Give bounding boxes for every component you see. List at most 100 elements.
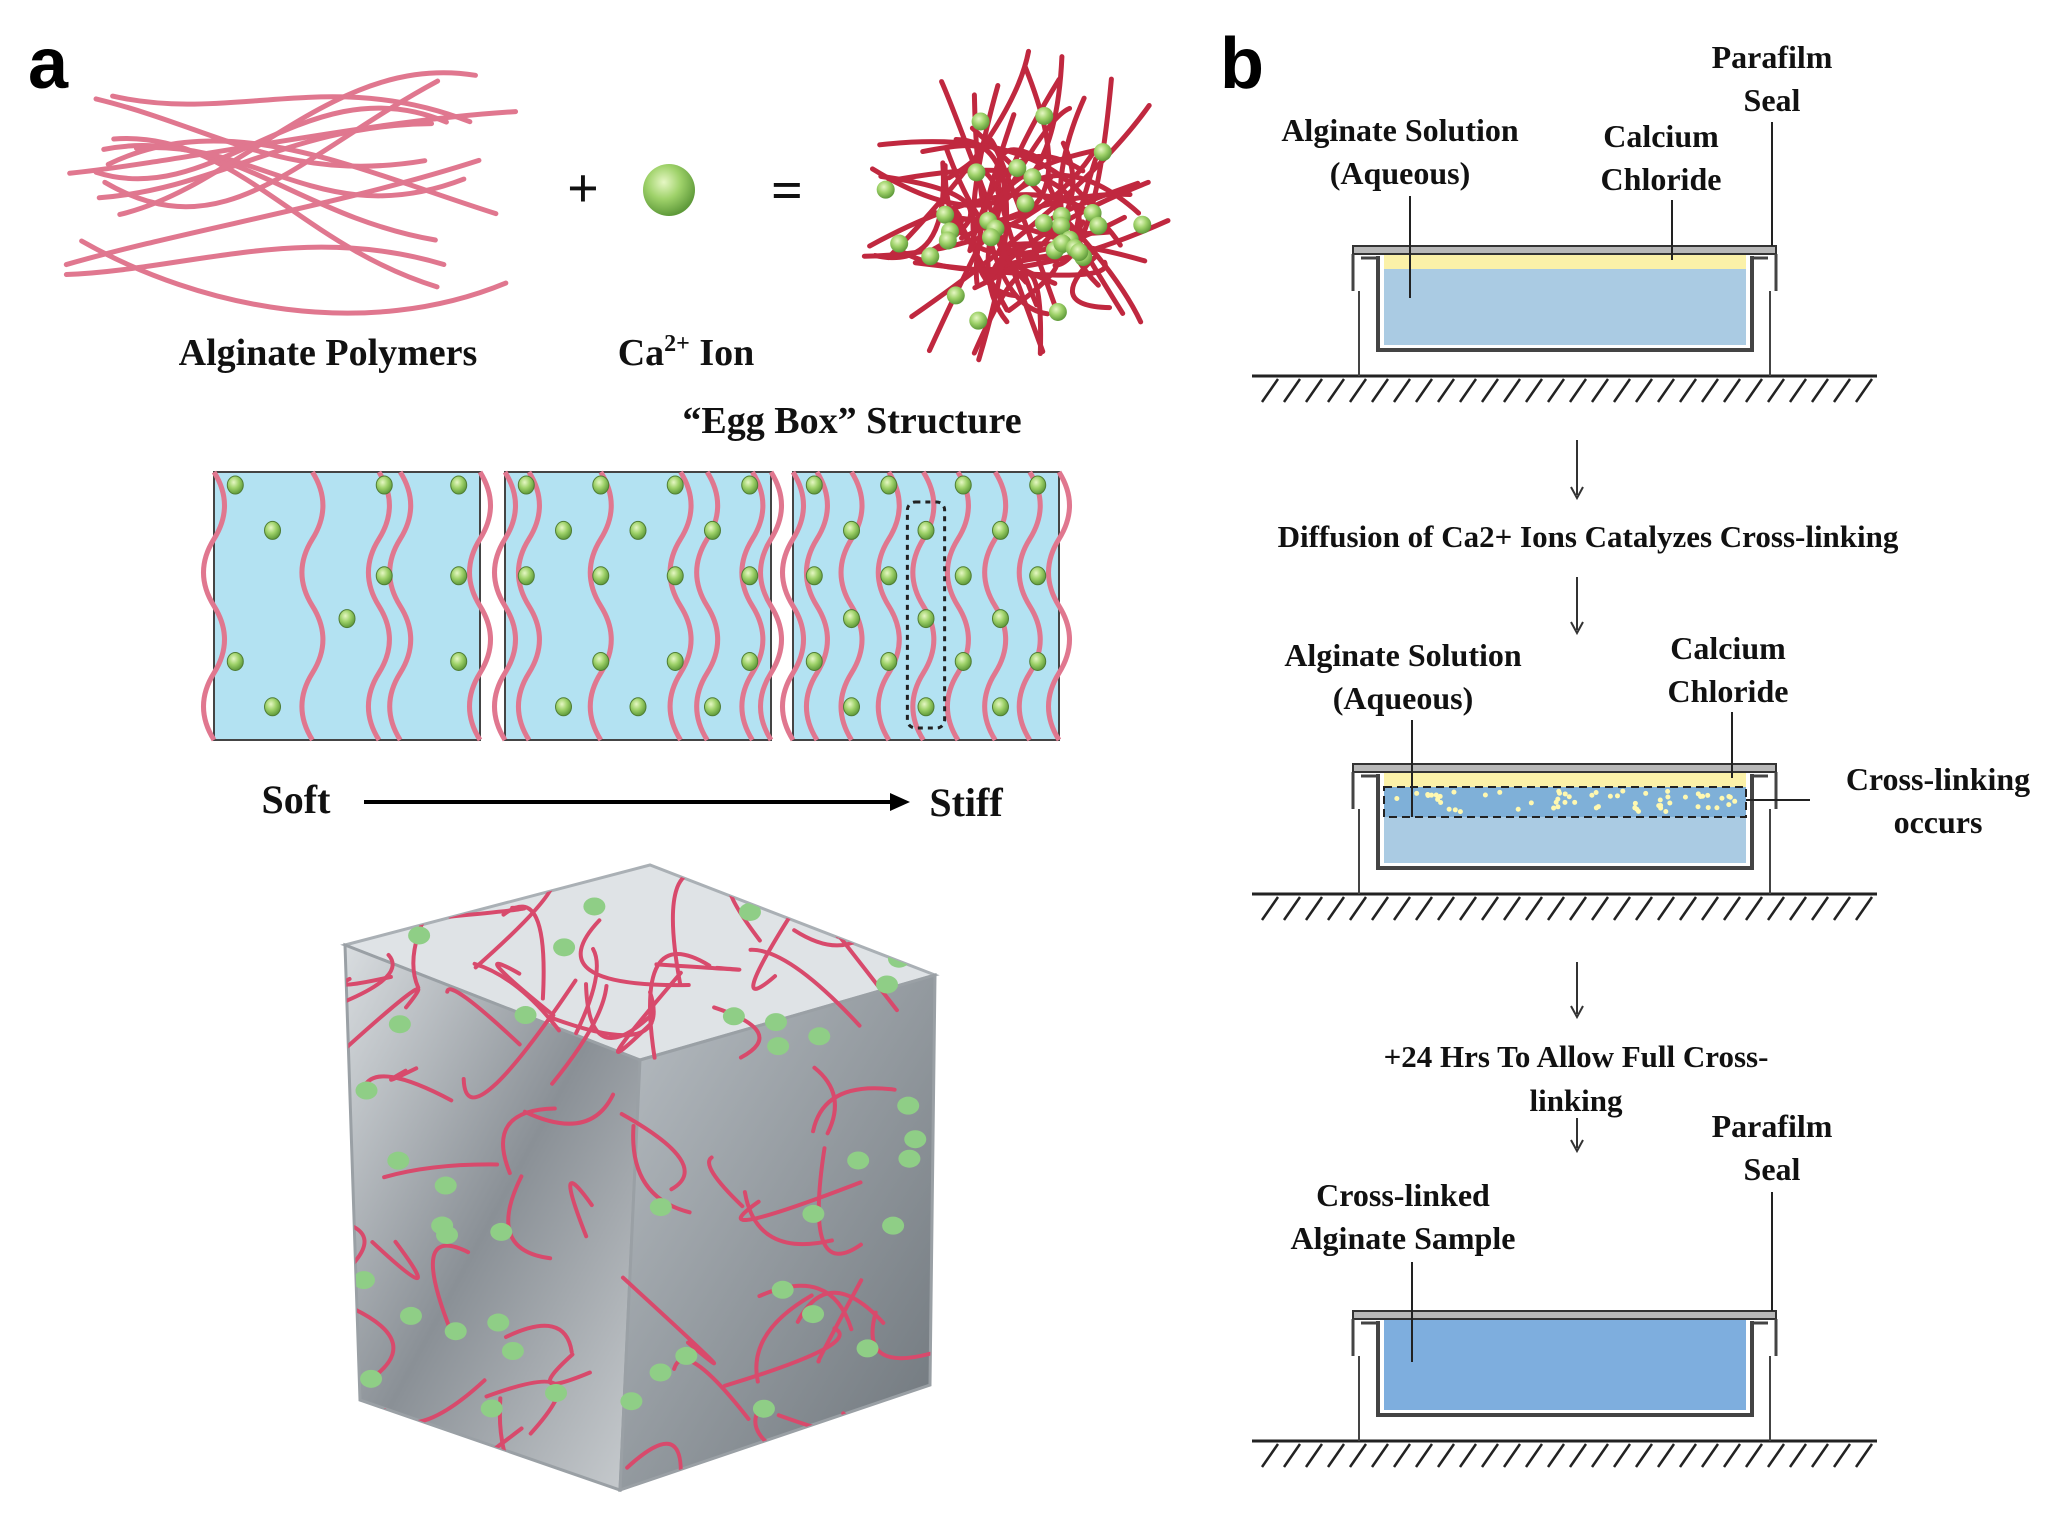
diffusing-ion <box>1589 792 1595 798</box>
calcium-ion <box>843 520 861 540</box>
calcium-ion <box>226 475 244 495</box>
gel-ion <box>408 926 431 945</box>
diffusing-ion <box>1551 805 1557 811</box>
diffusing-ion <box>1726 802 1732 808</box>
gel-strand <box>893 876 927 951</box>
ground-hatch <box>1744 1443 1764 1468</box>
diffusing-ion <box>1593 789 1599 795</box>
wavy-polymer <box>516 470 542 742</box>
calcium-ion <box>917 520 935 540</box>
gel-ion <box>722 1007 745 1026</box>
ground-hatch <box>1700 378 1720 403</box>
calcium-ion <box>954 566 972 586</box>
ground-hatch <box>1326 378 1346 403</box>
ground-hatch <box>1326 896 1346 921</box>
alginate-polymers-illustration <box>63 70 519 316</box>
calcium-ion <box>629 697 647 717</box>
ground-hatch <box>1458 378 1478 403</box>
calcium-chloride-label-2: Chloride <box>1601 161 1722 197</box>
calcium-ion <box>991 697 1009 717</box>
calcium-ion <box>450 651 468 671</box>
gel-ion <box>764 1013 787 1032</box>
gel-strand <box>522 1092 616 1126</box>
gel-ion <box>444 1322 467 1341</box>
polymer-strand <box>111 136 440 290</box>
dish-stand <box>1358 291 1771 376</box>
crosslink-ion <box>946 286 965 305</box>
crosslinked-sample <box>1384 1320 1746 1410</box>
ground-hatch <box>1502 1443 1522 1468</box>
calcium-ion <box>703 520 721 540</box>
network-strand <box>1058 95 1101 288</box>
diffusing-ion <box>1620 788 1626 794</box>
calcium-ion <box>338 609 356 629</box>
arrow-head-icon <box>890 793 910 811</box>
wavy-polymer <box>366 470 392 742</box>
diffusing-ion <box>1695 804 1701 810</box>
dish-container <box>1376 256 1754 352</box>
gel-ion <box>802 1305 825 1324</box>
polymer-strand <box>67 109 519 176</box>
calcium-ion <box>917 697 935 717</box>
gel-strand <box>654 962 742 972</box>
wavy-polymer <box>492 470 518 742</box>
ground-hatch <box>1788 896 1808 921</box>
gel-ion <box>649 1198 672 1217</box>
wavy-polymer <box>838 470 865 742</box>
diffusing-ion <box>1562 799 1568 805</box>
gel-strand <box>445 987 522 1047</box>
gel-ion <box>845 917 868 936</box>
ground-hatch <box>1766 896 1786 921</box>
gel-ion <box>388 1015 411 1034</box>
diffusing-ion <box>1665 794 1671 800</box>
calcium-ion <box>880 475 898 495</box>
dish-container <box>1376 774 1754 870</box>
diffusing-ion <box>1657 797 1663 803</box>
wavy-polymer <box>780 470 806 742</box>
ground-hatch <box>1854 378 1874 403</box>
wait-step-text-2: linking <box>1529 1083 1623 1118</box>
ground-hatch <box>1304 1443 1324 1468</box>
gel-strand <box>382 1162 500 1180</box>
calcium-ion <box>375 475 393 495</box>
gel-ion <box>738 902 761 921</box>
diffusing-ion <box>1614 793 1620 799</box>
egg-box-structure-label: “Egg Box” Structure <box>682 400 1021 442</box>
gel-ion <box>490 1222 513 1241</box>
ground-hatch <box>1634 378 1654 403</box>
gel-ion <box>387 1151 410 1170</box>
network-strand <box>912 259 1108 278</box>
network-strand <box>983 172 1142 226</box>
ground-hatch <box>1634 896 1654 921</box>
calcium-ion <box>843 609 861 629</box>
step2-labels: Alginate Solution (Aqueous) Calcium Chlo… <box>1284 630 2030 840</box>
crosslink-ion <box>981 228 1000 247</box>
step1-labels: Parafilm Seal Alginate Solution (Aqueous… <box>1281 39 1832 197</box>
crosslink-ion <box>1016 194 1035 213</box>
diffusing-ion <box>1425 793 1431 799</box>
ground-hatch <box>1744 896 1764 921</box>
down-arrow-4 <box>1570 1118 1584 1154</box>
wavy-polymer <box>875 470 902 742</box>
calcium-ion <box>991 609 1009 629</box>
gel-ion <box>514 1006 537 1025</box>
gel-strand <box>748 947 862 1028</box>
gel-ion <box>360 1369 383 1388</box>
ground-hatch <box>1480 378 1500 403</box>
diffusing-ion <box>1497 789 1503 795</box>
step3-labels: Parafilm Seal Cross-linked Alginate Samp… <box>1291 1108 1833 1256</box>
diffusing-ion <box>1482 792 1488 798</box>
diffusing-ion <box>1656 803 1662 809</box>
ground-hatch <box>1744 378 1764 403</box>
gel-strand <box>389 1066 419 1082</box>
ground-hatch <box>1546 378 1566 403</box>
calcium-ion <box>805 475 823 495</box>
wavy-polymer <box>201 470 227 742</box>
dish-step3 <box>1252 1192 1877 1468</box>
ground-hatch <box>1700 896 1720 921</box>
diffusing-ion <box>1682 794 1688 800</box>
gel-ion <box>399 1306 422 1325</box>
wavy-polymer <box>467 470 493 742</box>
wavy-polymer <box>667 470 694 742</box>
